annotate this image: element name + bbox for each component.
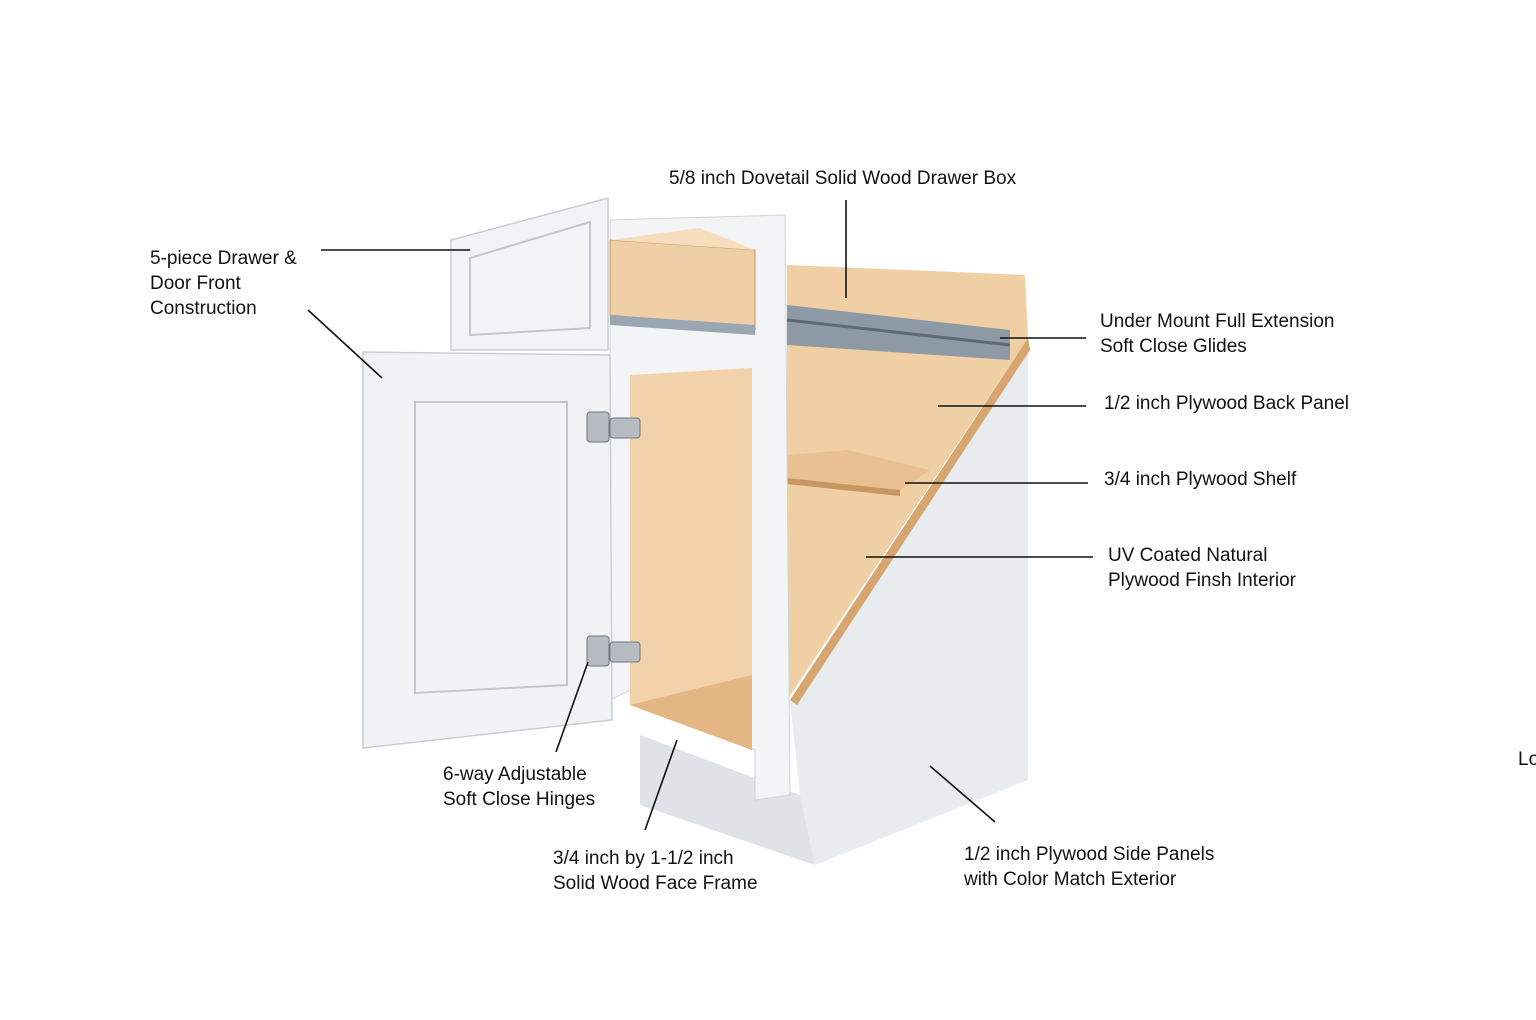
label-drawer-box: 5/8 inch Dovetail Solid Wood Drawer Box bbox=[669, 168, 1017, 189]
cabinet-opening bbox=[630, 368, 752, 750]
back-panel-edge bbox=[790, 338, 1030, 705]
label-glides: Under Mount Full Extension Soft Close Gl… bbox=[1100, 311, 1335, 357]
leader-hinges bbox=[555, 661, 589, 753]
label-hinges: 6-way Adjustable Soft Close Hinges bbox=[443, 764, 596, 810]
label-back-panel: 1/2 inch Plywood Back Panel bbox=[1104, 393, 1350, 414]
plywood-shelf bbox=[787, 450, 930, 490]
label-door-front: 5-piece Drawer & Door Front Construction bbox=[150, 248, 297, 319]
leader-face-frame bbox=[644, 739, 678, 831]
drawer-glide bbox=[610, 315, 755, 335]
label-face-frame: 3/4 inch by 1-1/2 inch Solid Wood Face F… bbox=[553, 848, 758, 894]
lower-hinge bbox=[586, 635, 641, 667]
door-recess bbox=[414, 401, 568, 695]
label-interior: UV Coated Natural Plywood Finsh Interior bbox=[1108, 545, 1296, 591]
drawer-front-recess bbox=[469, 220, 591, 337]
leader-door-front bbox=[307, 309, 383, 379]
door bbox=[362, 351, 613, 749]
side-panel bbox=[790, 338, 1028, 865]
upper-hinge bbox=[586, 411, 641, 443]
drawer-box-top bbox=[610, 228, 755, 250]
opening-floor bbox=[630, 675, 752, 750]
label-side-panels: 1/2 inch Plywood Side Panels with Color … bbox=[964, 844, 1215, 890]
leader-lines bbox=[307, 200, 1093, 831]
drawer-front bbox=[450, 197, 609, 351]
toe-kick bbox=[640, 735, 815, 865]
leader-side-panels bbox=[929, 765, 996, 823]
label-shelf: 3/4 inch Plywood Shelf bbox=[1104, 469, 1297, 490]
plywood-shelf-front bbox=[787, 478, 900, 496]
label-cut-off: Lo bbox=[1518, 749, 1536, 770]
